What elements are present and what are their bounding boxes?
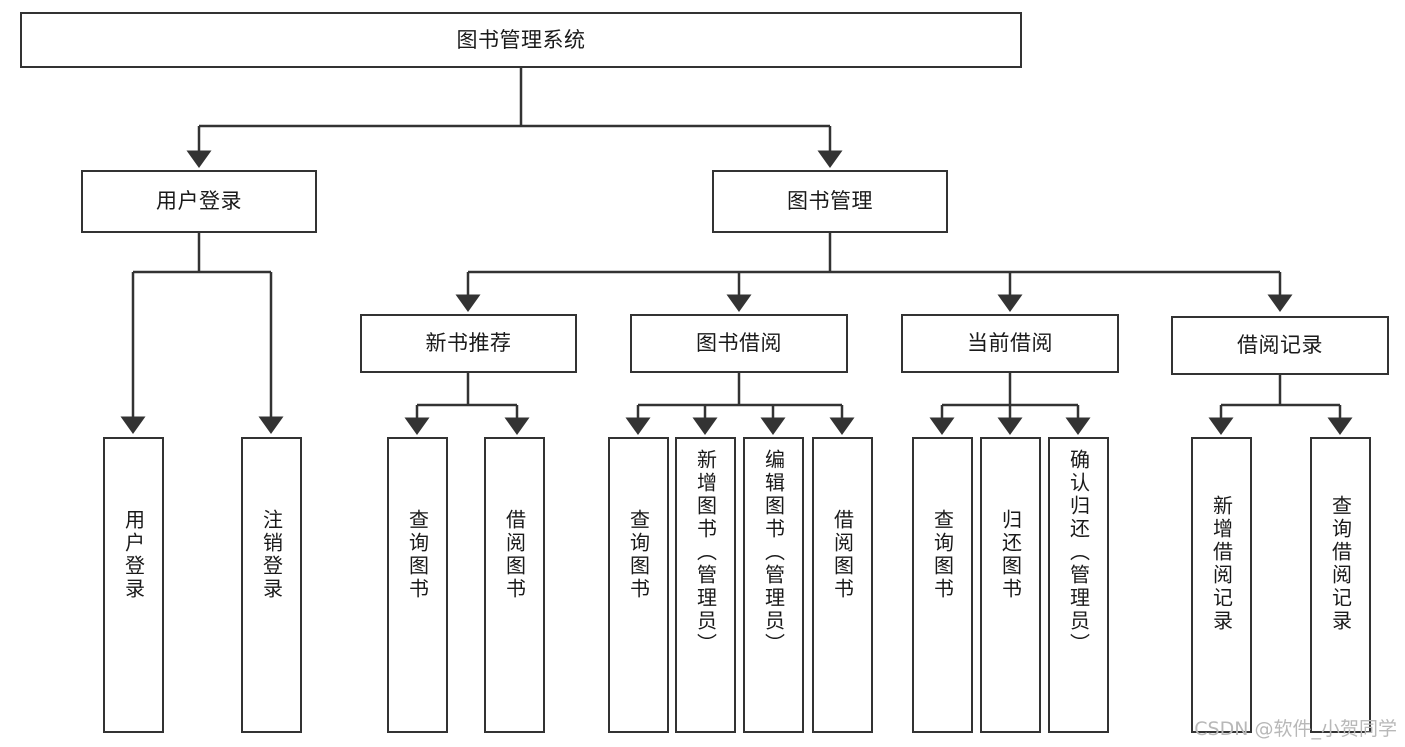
node-label: 新书推荐 xyxy=(425,331,512,356)
node-label: 新增图书（管理员） xyxy=(693,449,718,656)
node-leaf-edit-book-admin[interactable]: 编辑图书（管理员） xyxy=(743,437,804,733)
node-leaf-query-book-current[interactable]: 查询图书 xyxy=(912,437,973,733)
node-label: 图书管理 xyxy=(787,189,873,214)
node-user-login[interactable]: 用户登录 xyxy=(81,170,317,233)
node-book-management[interactable]: 图书管理 xyxy=(712,170,948,233)
node-leaf-query-borrow-record[interactable]: 查询借阅记录 xyxy=(1310,437,1371,733)
node-leaf-confirm-return-admin[interactable]: 确认归还（管理员） xyxy=(1048,437,1109,733)
node-label: 注销登录 xyxy=(259,509,284,601)
node-label: 查询图书 xyxy=(405,509,430,601)
node-label: 查询图书 xyxy=(626,509,651,601)
node-label: 用户登录 xyxy=(156,189,242,214)
node-leaf-logout[interactable]: 注销登录 xyxy=(241,437,302,733)
node-label: 编辑图书（管理员） xyxy=(761,449,786,656)
node-new-book-recommend[interactable]: 新书推荐 xyxy=(360,314,577,373)
node-label: 确认归还（管理员） xyxy=(1066,449,1091,656)
node-leaf-add-book-admin[interactable]: 新增图书（管理员） xyxy=(675,437,736,733)
node-leaf-borrow-book[interactable]: 借阅图书 xyxy=(812,437,873,733)
node-leaf-add-borrow-record[interactable]: 新增借阅记录 xyxy=(1191,437,1252,733)
node-label: 图书管理系统 xyxy=(456,27,586,52)
node-label: 查询借阅记录 xyxy=(1328,495,1353,633)
node-label: 新增借阅记录 xyxy=(1209,495,1234,633)
node-label: 查询图书 xyxy=(930,509,955,601)
node-leaf-user-login[interactable]: 用户登录 xyxy=(103,437,164,733)
node-label: 归还图书 xyxy=(998,509,1023,601)
node-leaf-query-book-borrow[interactable]: 查询图书 xyxy=(608,437,669,733)
node-current-borrow[interactable]: 当前借阅 xyxy=(901,314,1119,373)
node-leaf-query-book-recommend[interactable]: 查询图书 xyxy=(387,437,448,733)
node-label: 当前借阅 xyxy=(967,331,1053,356)
node-book-borrow[interactable]: 图书借阅 xyxy=(630,314,848,373)
node-label: 用户登录 xyxy=(121,509,146,601)
node-root-book-management-system[interactable]: 图书管理系统 xyxy=(20,12,1022,68)
node-leaf-borrow-book-recommend[interactable]: 借阅图书 xyxy=(484,437,545,733)
node-label: 图书借阅 xyxy=(696,331,782,356)
node-borrow-record[interactable]: 借阅记录 xyxy=(1171,316,1389,375)
node-label: 借阅图书 xyxy=(830,509,855,601)
node-label: 借阅记录 xyxy=(1237,333,1323,358)
node-leaf-return-book[interactable]: 归还图书 xyxy=(980,437,1041,733)
node-label: 借阅图书 xyxy=(502,509,527,601)
